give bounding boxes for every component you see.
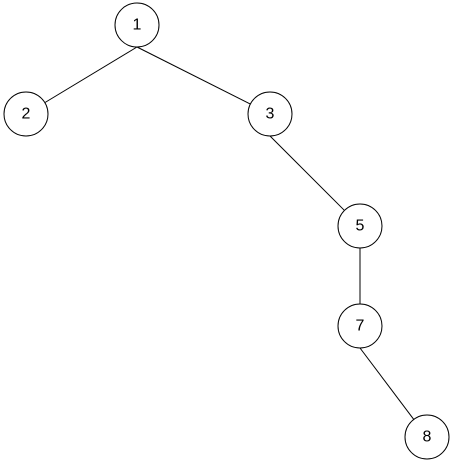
tree-node-5: 5 bbox=[337, 203, 383, 249]
tree-node-3: 3 bbox=[247, 91, 293, 137]
tree-edges bbox=[44, 46, 415, 420]
node-label: 3 bbox=[266, 106, 275, 123]
node-label: 1 bbox=[133, 17, 142, 34]
edge-n1-n3 bbox=[136, 46, 251, 105]
node-label: 8 bbox=[423, 429, 432, 446]
node-label: 7 bbox=[356, 318, 365, 335]
node-circle bbox=[3, 91, 49, 137]
tree-nodes: 1 2 3 5 7 8 bbox=[3, 2, 450, 460]
edge-n3-n5 bbox=[269, 135, 345, 211]
node-label: 2 bbox=[22, 106, 31, 123]
edge-n1-n2 bbox=[44, 46, 138, 104]
tree-node-2: 2 bbox=[3, 91, 49, 137]
tree-node-8: 8 bbox=[404, 414, 450, 460]
node-label: 5 bbox=[356, 218, 365, 235]
node-circle bbox=[404, 414, 450, 460]
node-circle bbox=[337, 203, 383, 249]
node-circle bbox=[337, 303, 383, 349]
tree-node-1: 1 bbox=[114, 2, 160, 48]
node-circle bbox=[247, 91, 293, 137]
tree-node-7: 7 bbox=[337, 303, 383, 349]
node-circle bbox=[114, 2, 160, 48]
edge-n7-n8 bbox=[359, 347, 415, 420]
